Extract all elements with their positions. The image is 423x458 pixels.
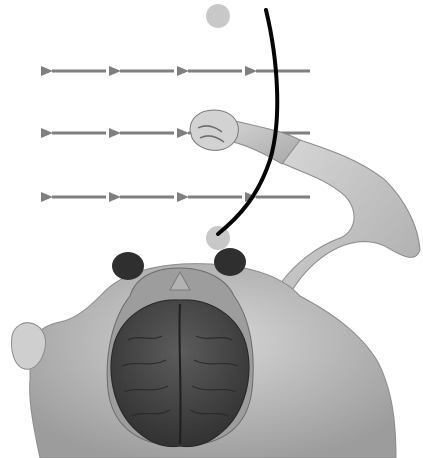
brain-midline (179, 304, 180, 444)
bottom-marker (206, 226, 230, 250)
person-figure (11, 110, 420, 458)
top-marker (206, 4, 230, 28)
right-ear (214, 248, 246, 276)
hand (190, 110, 238, 150)
left-ear (112, 252, 144, 280)
